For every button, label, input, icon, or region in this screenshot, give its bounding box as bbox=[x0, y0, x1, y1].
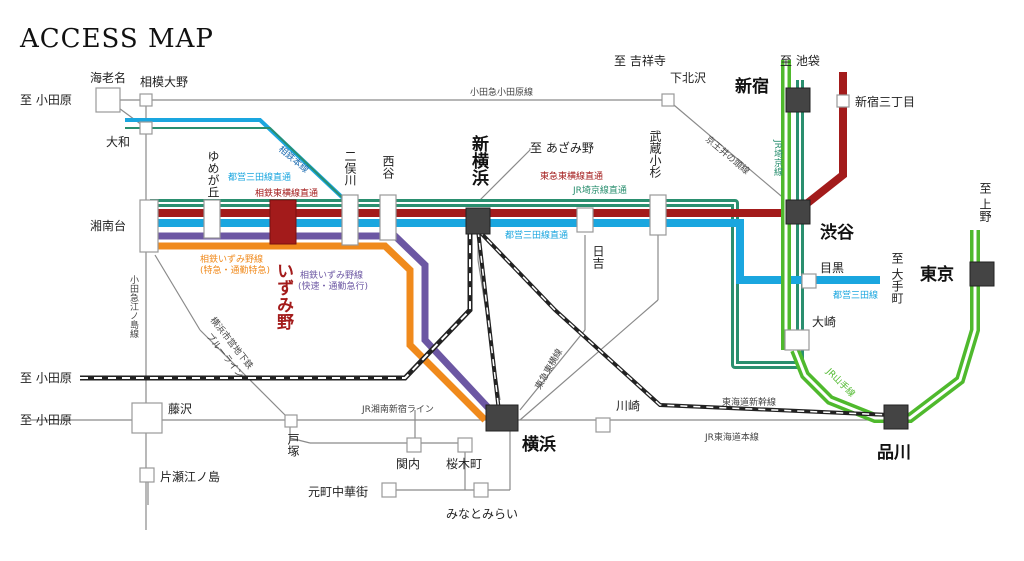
line-tokyu-direct-2: 東急東横線直通 bbox=[540, 170, 603, 182]
label-yamato: 大和 bbox=[106, 135, 130, 149]
label-totsuka: 戸塚 bbox=[286, 433, 300, 457]
label-katase: 片瀬江ノ島 bbox=[160, 469, 220, 484]
label-izumino: いずみ野 bbox=[273, 262, 294, 331]
label-shimokitazawa: 下北沢 bbox=[670, 71, 706, 85]
label-yokohama: 横浜 bbox=[522, 434, 556, 455]
major-station-boxes bbox=[465, 87, 995, 432]
line-toei-mita: 都営三田線 bbox=[833, 289, 878, 301]
station-shinjuku-sanchome bbox=[836, 94, 850, 108]
label-fujisawa: 藤沢 bbox=[168, 402, 192, 416]
station-shinagawa bbox=[883, 404, 909, 430]
station-kannai bbox=[406, 437, 422, 453]
station-ebina bbox=[95, 87, 121, 113]
label-yumegaoka: ゆめが丘 bbox=[206, 150, 220, 198]
line-jr-tokaido: JR東海道本線 bbox=[704, 431, 759, 443]
dashed-lines bbox=[80, 228, 891, 421]
label-shinjuku-sanchome: 新宿三丁目 bbox=[855, 94, 915, 109]
label-shinyokohama: 新横浜 bbox=[468, 134, 489, 187]
line-toei-direct-2: 都営三田線直通 bbox=[505, 229, 568, 241]
direction-labels: 至 小田原 至 小田原 至 小田原 至 吉祥寺 至 池袋 至 上野 至 大手町 … bbox=[20, 54, 992, 427]
station-meguro bbox=[801, 273, 817, 289]
line-jr-saikyo-direct: JR埼京線直通 bbox=[572, 184, 627, 196]
dir-odawara-2: 至 小田原 bbox=[20, 371, 72, 385]
dir-ueno: 至 上野 bbox=[978, 182, 992, 222]
thin-lines bbox=[30, 99, 890, 530]
dir-azamino: 至 あざみ野 bbox=[530, 140, 594, 155]
label-ebina: 海老名 bbox=[90, 70, 126, 85]
line-izumino-line-sub: (特急・通勤特急) bbox=[200, 264, 270, 276]
line-tokyu-direct-1: 相鉄東横線直通 bbox=[255, 187, 318, 199]
label-motomachi: 元町中華街 bbox=[308, 484, 368, 499]
station-izumino bbox=[269, 199, 297, 245]
dir-odawara-3: 至 小田原 bbox=[20, 413, 72, 427]
label-kawasaki: 川崎 bbox=[616, 399, 640, 413]
station-shonandai bbox=[139, 199, 159, 253]
station-hiyoshi bbox=[576, 207, 594, 233]
label-musashikosugi: 武蔵小杉 bbox=[648, 130, 662, 179]
label-hiyoshi: 日吉 bbox=[591, 245, 605, 270]
line-jr-saikyo: JR埼京線 bbox=[772, 139, 783, 176]
label-shonandai: 湘南台 bbox=[90, 218, 126, 233]
label-sagamiono: 相模大野 bbox=[140, 75, 188, 89]
station-osaki bbox=[784, 329, 810, 351]
station-shinyokohama bbox=[465, 207, 491, 235]
route-jr-yamanote bbox=[781, 60, 980, 423]
station-tokyo bbox=[969, 261, 995, 287]
route-sotetsu-main bbox=[125, 118, 351, 206]
line-sotetsu-main: 相鉄本線 bbox=[276, 143, 311, 175]
station-nishiya bbox=[379, 194, 397, 241]
station-sakuragicho bbox=[457, 437, 473, 453]
line-izumino-line: 相鉄いずみ野線 bbox=[200, 253, 263, 265]
label-shinagawa: 品川 bbox=[877, 443, 911, 463]
station-katase bbox=[139, 467, 155, 483]
station-shimokitazawa bbox=[661, 93, 675, 107]
station-minatomirai bbox=[473, 482, 489, 498]
line-odakyu-odawara: 小田急小田原線 bbox=[470, 86, 533, 98]
label-osaki: 大崎 bbox=[812, 315, 836, 329]
station-yokohama bbox=[485, 404, 519, 432]
route-izumino-purple bbox=[150, 232, 498, 418]
line-izumino-rapid: 相鉄いずみ野線 bbox=[300, 269, 363, 281]
line-tokaido-shinkansen: 東海道新幹線 bbox=[722, 396, 776, 408]
station-totsuka bbox=[284, 414, 298, 428]
station-musashikosugi bbox=[649, 194, 667, 236]
line-izumino-rapid-sub: (快速・通勤急行) bbox=[298, 280, 368, 292]
dir-kichijoji: 至 吉祥寺 bbox=[614, 54, 666, 68]
dir-otemachi: 至 大手町 bbox=[890, 252, 904, 304]
map-title: ACCESS MAP bbox=[20, 24, 214, 54]
label-shibuya: 渋谷 bbox=[820, 222, 855, 243]
station-kawasaki bbox=[595, 417, 611, 433]
line-toei-direct-1: 都営三田線直通 bbox=[228, 171, 291, 183]
label-kannai: 関内 bbox=[396, 457, 420, 471]
label-sakuragicho: 桜木町 bbox=[446, 457, 482, 471]
dir-ikebukuro: 至 池袋 bbox=[780, 54, 820, 68]
station-shinjuku bbox=[785, 87, 811, 113]
route-izumino-orange bbox=[150, 242, 488, 423]
label-nishiya: 西谷 bbox=[381, 155, 395, 180]
station-fujisawa bbox=[131, 402, 163, 434]
line-keio-inokashira: 京王井の頭線 bbox=[703, 133, 752, 177]
label-shinjuku: 新宿 bbox=[735, 76, 769, 97]
line-labels: 小田急小田原線 相鉄本線 都営三田線直通 相鉄東横線直通 東急東横線直通 JR埼… bbox=[128, 86, 878, 443]
station-motomachi bbox=[381, 482, 397, 498]
station-sagamiono bbox=[139, 93, 153, 107]
line-jr-shonan-shinjuku: JR湘南新宿ライン bbox=[361, 403, 434, 415]
label-tokyo: 東京 bbox=[920, 264, 954, 285]
dir-odawara-1: 至 小田原 bbox=[20, 93, 72, 107]
station-yamato bbox=[139, 121, 153, 135]
line-odakyu-enoshima: 小田急江ノ島線 bbox=[128, 275, 139, 338]
station-shibuya bbox=[785, 199, 811, 225]
label-futamatagawa: 二俣川 bbox=[343, 150, 357, 186]
label-meguro: 目黒 bbox=[820, 261, 844, 275]
label-minatomirai: みなとみらい bbox=[446, 507, 518, 521]
station-futamatagawa bbox=[341, 194, 359, 246]
station-boxes bbox=[95, 87, 850, 498]
station-labels: 海老名 相模大野 大和 湘南台 ゆめが丘 いずみ野 二俣川 西谷 新横浜 日吉 … bbox=[90, 70, 954, 521]
station-yumegaoka bbox=[203, 199, 221, 239]
